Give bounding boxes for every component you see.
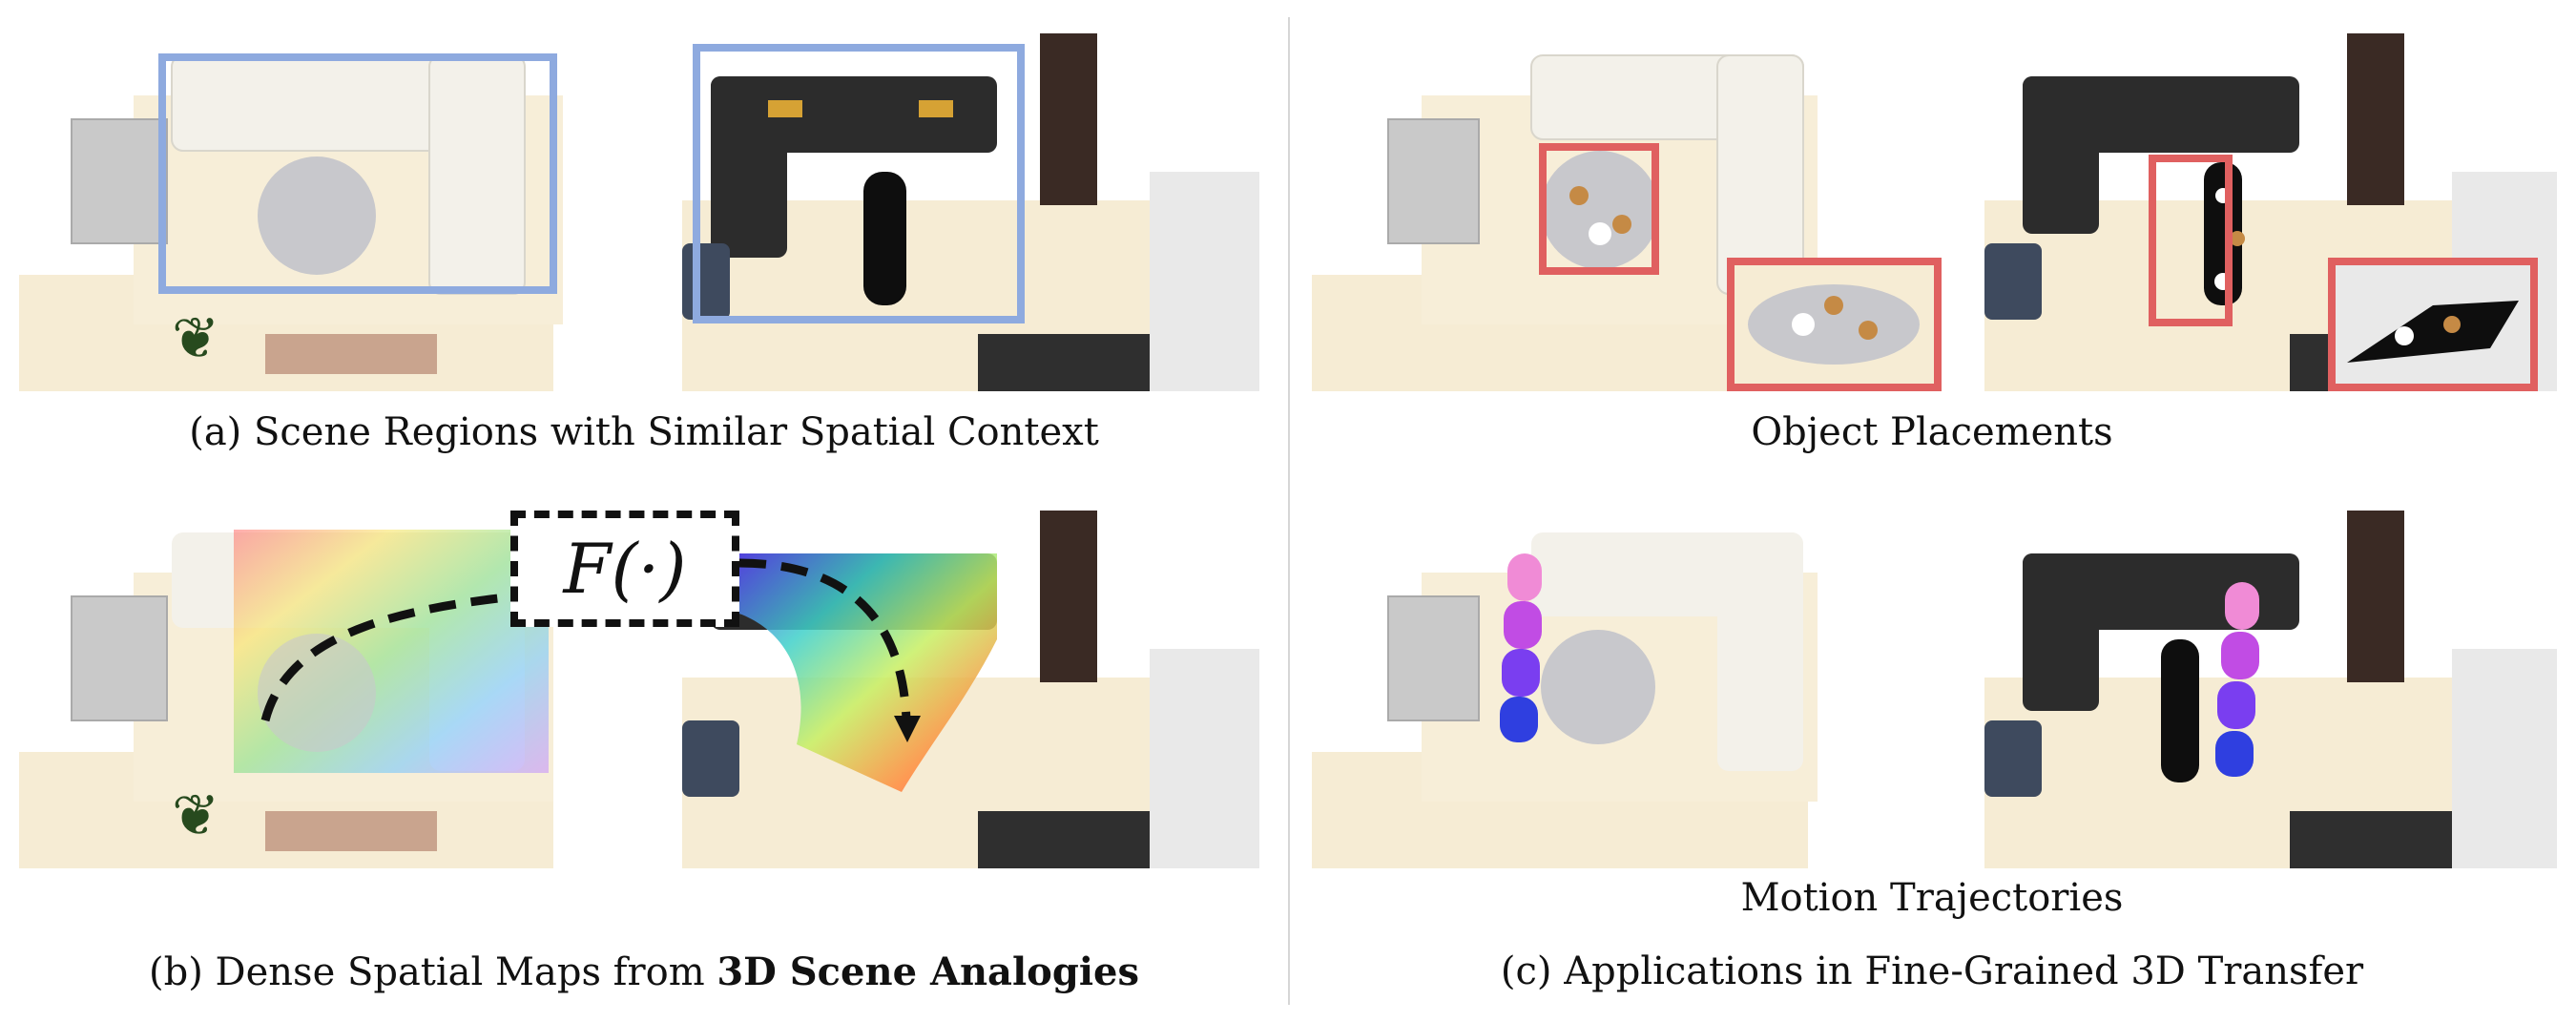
human-figure-icon [1504, 601, 1542, 649]
human-figure-icon [2221, 632, 2259, 679]
human-figure-icon [1507, 553, 1542, 601]
scene-motion-light [1312, 506, 1818, 868]
caption-a: (a) Scene Regions with Similar Spatial C… [189, 410, 1099, 454]
caption-b-bold: 3D Scene Analogies [717, 949, 1139, 994]
caption-b-prefix: (b) Dense Spatial Maps from [149, 950, 717, 994]
plant-icon: ❦ [172, 305, 220, 372]
panel-divider [1288, 17, 1290, 1005]
scene-dense-map-light [19, 506, 572, 868]
motion-trajectory-dark [2213, 582, 2271, 782]
caption-c: (c) Applications in Fine-Grained 3D Tran… [1500, 949, 2364, 993]
human-figure-icon [2215, 731, 2254, 777]
function-mapping-box: F(·) [510, 511, 739, 627]
scene-light-top-left [19, 29, 582, 391]
placement-table-light-right [1727, 258, 1942, 391]
caption-b: (b) Dense Spatial Maps from 3D Scene Ana… [0, 949, 1288, 994]
function-label: F(·) [563, 529, 687, 609]
human-figure-icon [2217, 681, 2255, 729]
human-figure-icon [2225, 582, 2259, 630]
caption-object-placements: Object Placements [1751, 410, 2113, 454]
scene-motion-dark [1984, 506, 2557, 868]
motion-trajectory-light [1498, 553, 1555, 744]
placement-table-dark-right [2328, 258, 2538, 391]
scene-dark-top [682, 29, 1259, 391]
plant-icon: ❦ [172, 782, 220, 849]
scene-placements-light [1312, 29, 1818, 391]
caption-motion-trajectories: Motion Trajectories [1740, 876, 2124, 920]
human-figure-icon [1500, 697, 1538, 742]
human-figure-icon [1502, 649, 1540, 697]
scene-dense-map-dark [682, 506, 1259, 868]
